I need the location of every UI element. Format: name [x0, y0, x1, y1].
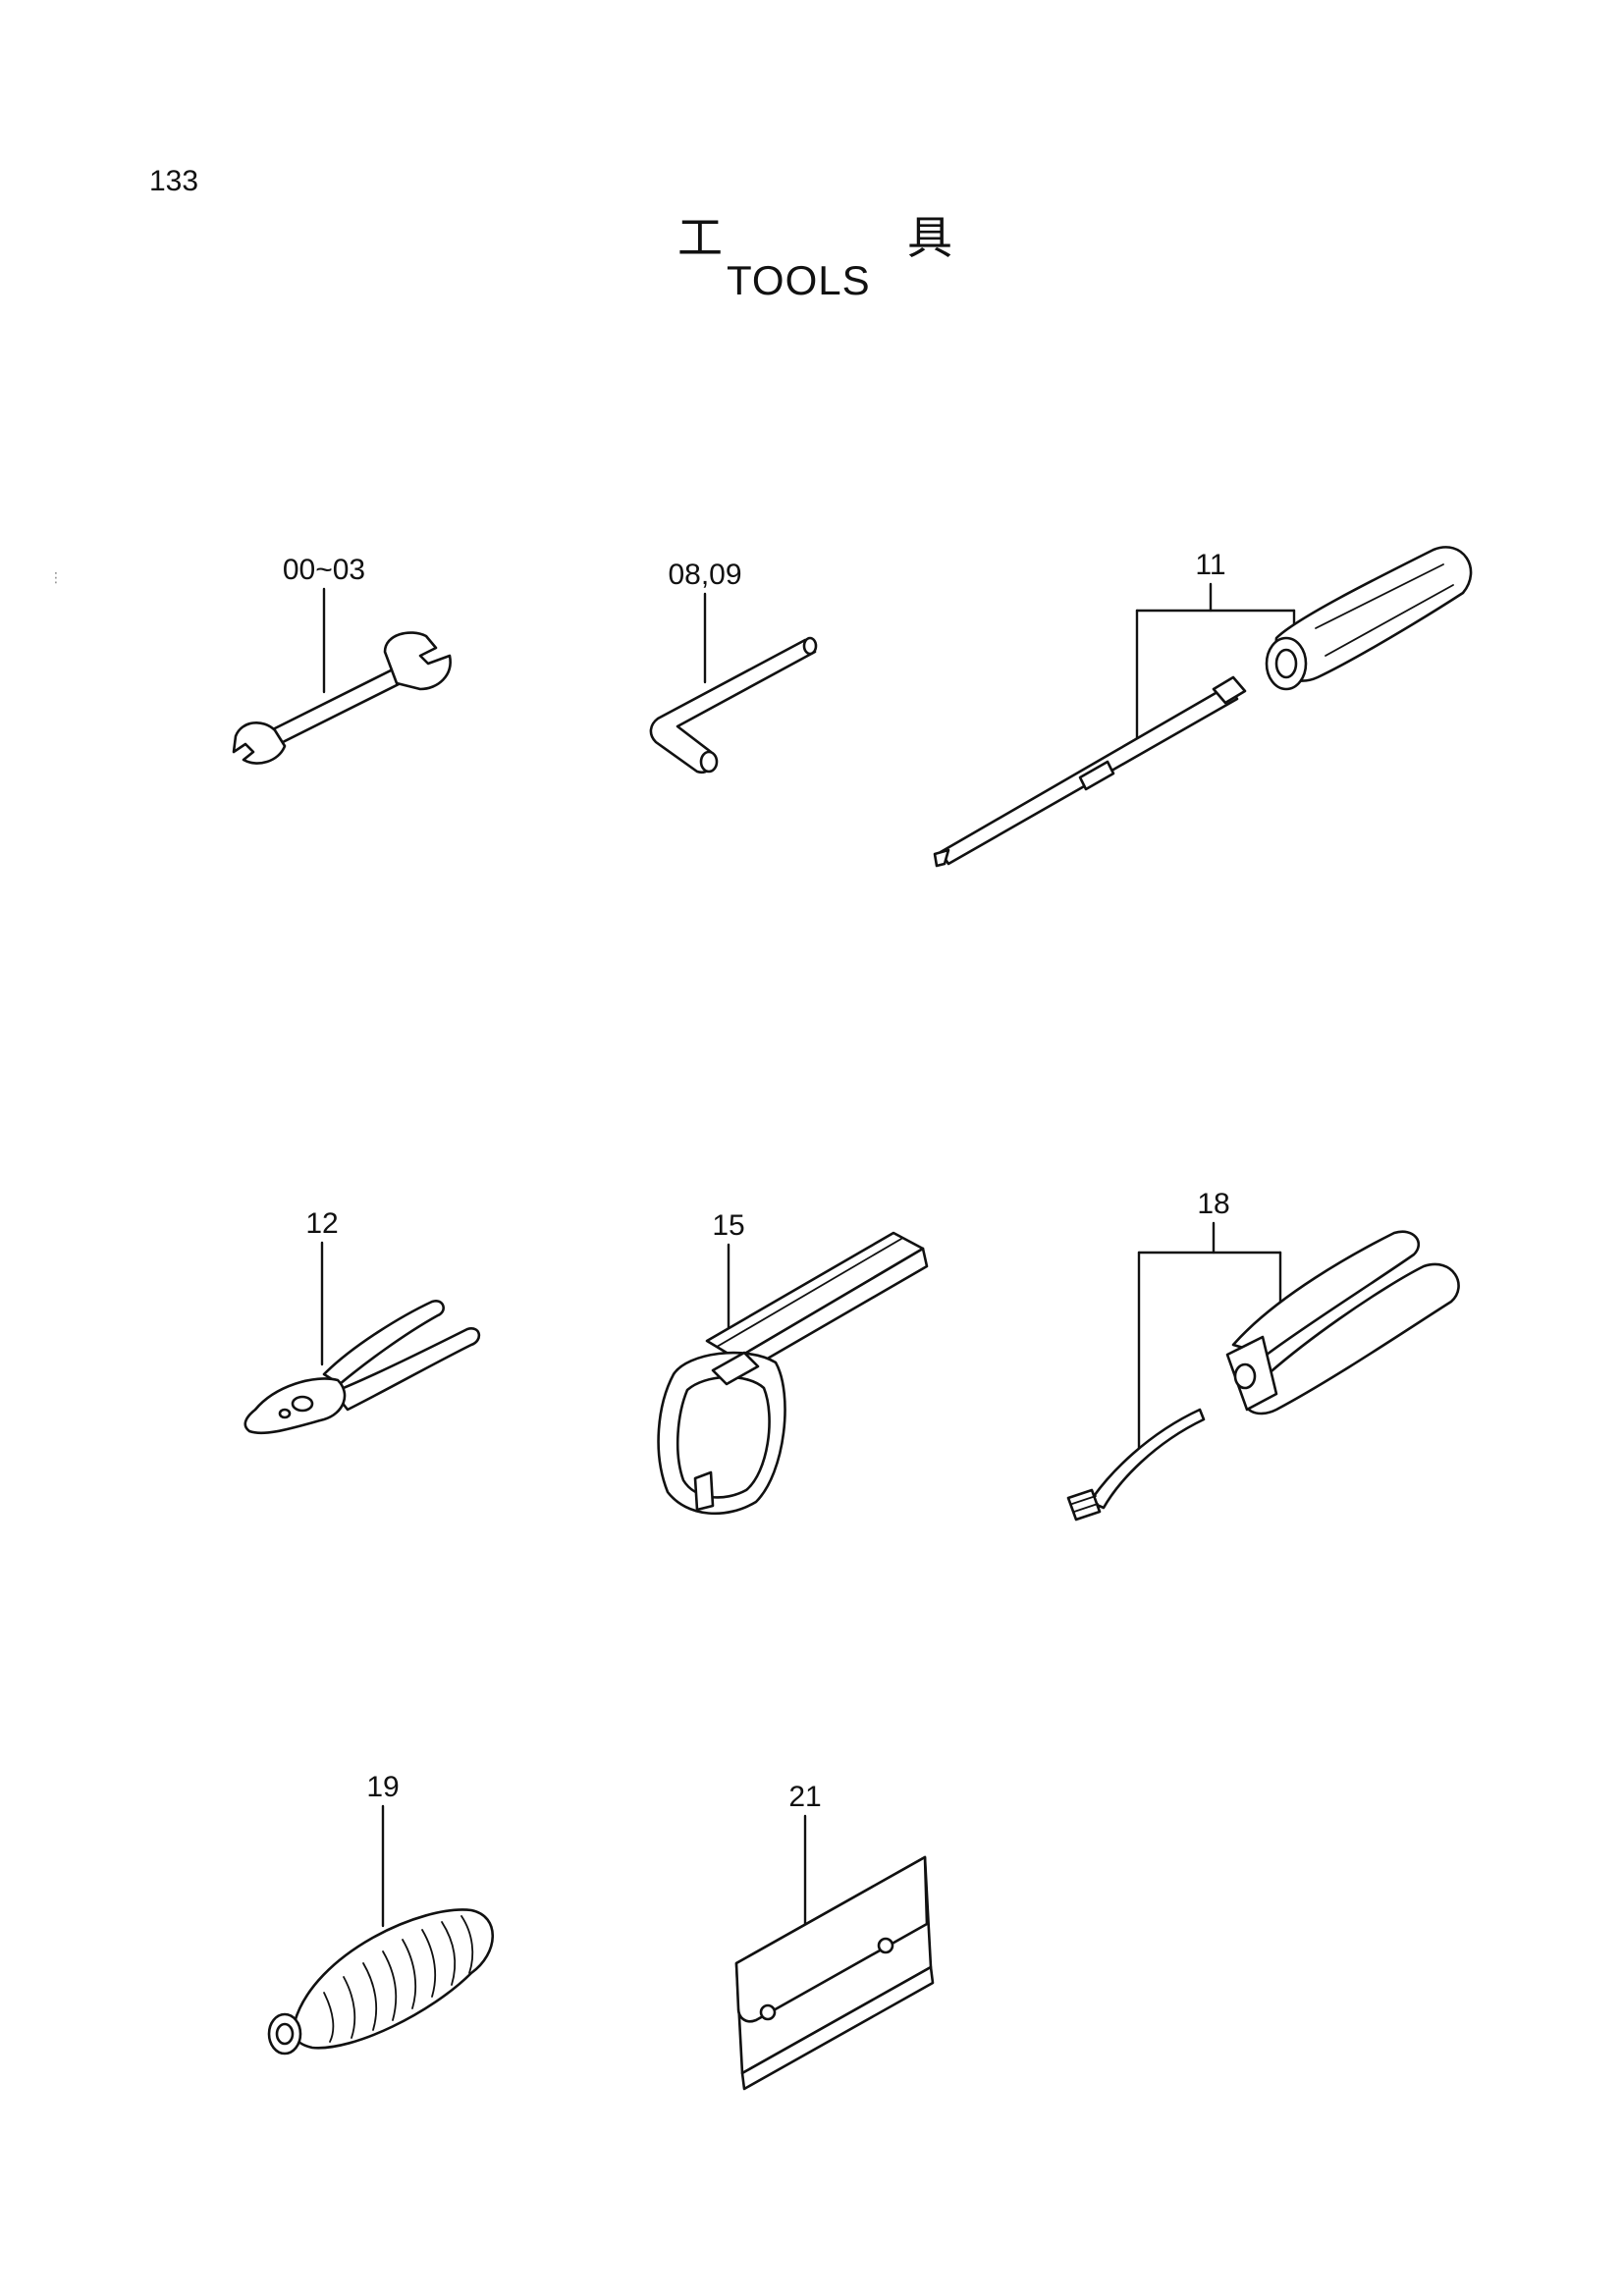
label-filter-wrench: 15 [712, 1209, 744, 1242]
label-screwdriver: 11 [1195, 549, 1225, 581]
part-bellows[interactable]: 19 [267, 1771, 494, 2056]
pliers-icon [243, 1300, 481, 1435]
part-screwdriver[interactable]: 11 [933, 546, 1473, 868]
open-end-wrench-icon [232, 631, 452, 765]
part-grease-gun[interactable]: 18 [1066, 1188, 1460, 1522]
page-number: 133 [149, 165, 199, 197]
part-wrench[interactable]: 00~03 [232, 554, 452, 765]
label-bellows: 19 [366, 1771, 399, 1803]
part-tool-bag[interactable]: 21 [734, 1781, 935, 2091]
part-hex-key[interactable]: 08,09 [649, 559, 818, 774]
page-title: TOOLS [727, 257, 871, 303]
bellows-boot-icon [267, 1908, 494, 2056]
screwdriver-icon [933, 546, 1473, 868]
hex-key-icon [649, 636, 818, 774]
tool-bag-icon [734, 1855, 935, 2091]
label-tool-bag: 21 [788, 1781, 821, 1813]
part-filter-wrench[interactable]: 15 [657, 1209, 929, 1516]
scan-artifact: ⋮ [49, 569, 63, 585]
label-wrench: 00~03 [283, 554, 365, 586]
label-pliers: 12 [305, 1207, 338, 1240]
grease-gun-icon [1066, 1230, 1460, 1522]
filter-wrench-icon [657, 1231, 929, 1516]
title-jp-char-2: 具 [907, 211, 952, 264]
label-grease-gun: 18 [1197, 1188, 1229, 1220]
label-hex-key: 08,09 [668, 559, 741, 591]
page-title-japanese: 工 具 [677, 202, 952, 267]
title-jp-char-1: 工 [677, 211, 723, 264]
part-pliers[interactable]: 12 [243, 1207, 481, 1435]
